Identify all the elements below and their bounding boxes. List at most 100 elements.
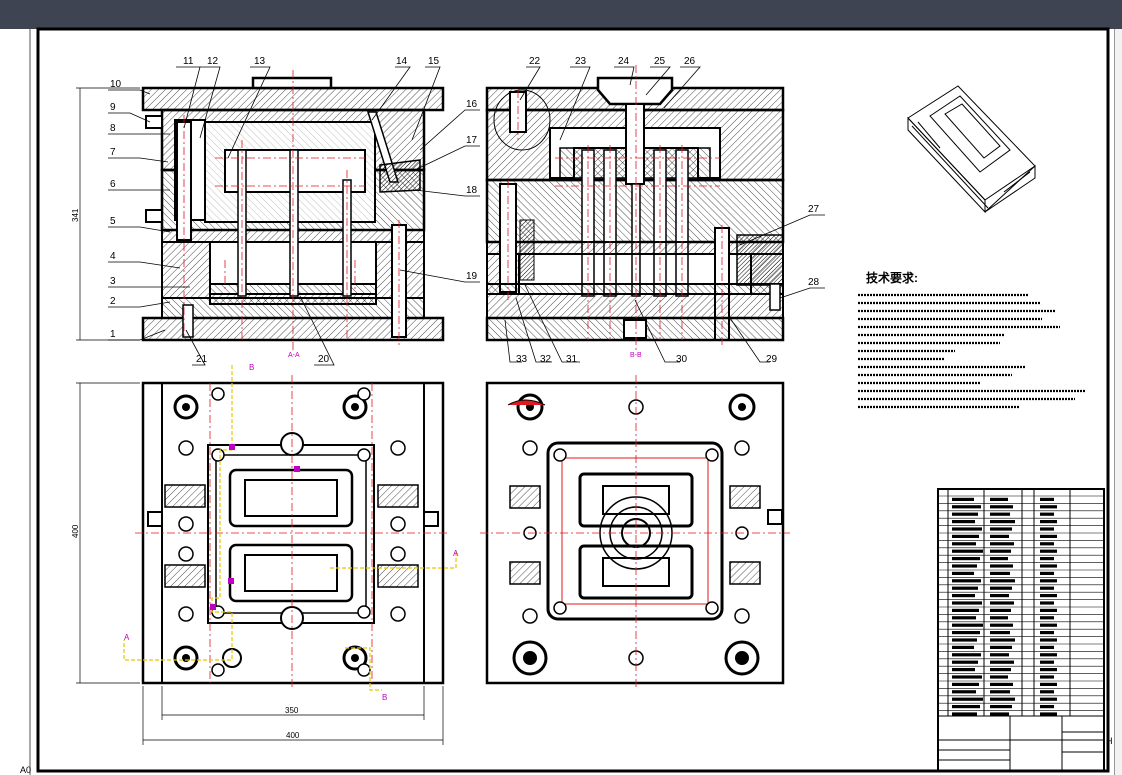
bom-cell-text-block	[1040, 675, 1054, 679]
cut-mark-a-right: A	[453, 549, 459, 558]
sheet-border	[36, 27, 1110, 773]
bom-cell-text-block	[952, 586, 978, 590]
bom-cell-text-block	[990, 534, 1009, 538]
dimension-plate-height: 400	[71, 524, 80, 538]
cut-mark-b-bottom: B	[382, 693, 387, 702]
bom-cell-text-block	[990, 527, 1012, 531]
right-callout-29: 29	[766, 354, 778, 365]
left-callout-9: 9	[110, 102, 116, 113]
right-callout-33: 33	[516, 354, 528, 365]
bom-cell-text-block	[1040, 579, 1057, 583]
bom-cell-text-block	[1040, 690, 1054, 694]
bom-cell-text-block	[1040, 534, 1057, 538]
part-isometric	[907, 85, 1036, 214]
bom-cell-text-block	[990, 712, 1009, 716]
left-callout-17: 17	[466, 135, 478, 146]
bom-cell-text-block	[1040, 608, 1057, 612]
bom-cell-text-block	[990, 645, 1012, 649]
bom-cell-text-block	[952, 557, 980, 561]
right-callout-25: 25	[654, 56, 666, 67]
bom-cell-text-block	[990, 623, 1013, 627]
bom-cell-text-block	[1040, 631, 1054, 635]
leader-lines	[108, 66, 825, 366]
bom-cell-text-block	[952, 505, 981, 509]
left-callout-20: 20	[318, 354, 330, 365]
bom-cell-text-block	[1040, 668, 1057, 672]
bom-cell-text-block	[990, 586, 1012, 590]
right-callout-28: 28	[808, 277, 820, 288]
app-top-bar	[0, 0, 1122, 29]
section-label-right: B-B	[630, 352, 642, 359]
left-callout-1: 1	[110, 329, 116, 340]
bom-cell-text-block	[1040, 557, 1054, 561]
title-block-h-mark: H	[1106, 736, 1113, 746]
left-callout-6: 6	[110, 179, 116, 190]
left-callout-15: 15	[428, 56, 440, 67]
right-callout-30: 30	[676, 354, 688, 365]
bom-cell-text-block	[990, 675, 1008, 679]
left-callout-19: 19	[466, 271, 478, 282]
bom-cell-text-block	[990, 601, 1014, 605]
left-callout-21: 21	[196, 354, 208, 365]
bom-cell-text-block	[952, 690, 976, 694]
bom-cell-text-block	[990, 564, 1013, 568]
bom-cell-text-block	[952, 534, 979, 538]
left-callout-2: 2	[110, 296, 116, 307]
left-callout-18: 18	[466, 185, 478, 196]
bom-cell-text-block	[952, 497, 974, 501]
bom-cell-text-block	[990, 697, 1015, 701]
bom-cell-text-block	[1040, 638, 1057, 642]
bom-cell-text-block	[990, 690, 1010, 694]
bom-cell-text-block	[990, 571, 1010, 575]
bom-cell-text-block	[952, 608, 979, 612]
bom-cell-text-block	[990, 705, 1012, 709]
bom-cell-text-block	[1040, 705, 1054, 709]
bom-cell-text-block	[1040, 660, 1054, 664]
right-callout-31: 31	[566, 354, 578, 365]
section-view-a	[141, 70, 445, 350]
bom-cell-text-block	[952, 549, 983, 553]
bom-cell-text-block	[952, 520, 975, 524]
cut-mark-b-top: B	[249, 363, 254, 372]
right-callout-26: 26	[684, 56, 696, 67]
right-callout-22: 22	[529, 56, 541, 67]
left-callout-4: 4	[110, 251, 116, 262]
bom-cell-text-block	[952, 675, 982, 679]
bom-cell-text-block	[1040, 616, 1054, 620]
technical-requirements: 技术要求:	[858, 270, 1085, 409]
bom-cell-text-block	[990, 668, 1011, 672]
bom-cell-text-block	[1040, 586, 1054, 590]
bom-cell-text-block	[952, 512, 978, 516]
bom-cell-text-block	[952, 668, 975, 672]
bom-cell-text-block	[952, 645, 974, 649]
section-label-left: A-A	[288, 352, 300, 359]
bom-cell-text-block	[1040, 712, 1057, 716]
bom-cell-text-block	[952, 616, 976, 620]
bom-cell-text-block	[1040, 542, 1054, 546]
left-callout-16: 16	[466, 99, 478, 110]
bom-cell-text-block	[990, 512, 1010, 516]
left-callout-11: 11	[183, 56, 194, 67]
corner-label: A0	[20, 765, 31, 775]
bom-cell-text-block	[1040, 505, 1057, 509]
bom-cell-text-block	[990, 682, 1013, 686]
left-callout-8: 8	[110, 123, 116, 134]
bom-cell-text-block	[990, 542, 1014, 546]
bom-cell-text-block	[952, 601, 982, 605]
bom-cell-text-block	[952, 682, 979, 686]
bom-cell-text-block	[990, 653, 1009, 657]
bom-cell-text-block	[990, 549, 1011, 553]
bom-cell-text-block	[1040, 497, 1054, 501]
plan-view-core	[123, 365, 457, 691]
bom-cell-text-block	[952, 564, 977, 568]
right-callout-23: 23	[575, 56, 587, 67]
bom-cell-text-block	[1040, 527, 1054, 531]
bom-cell-text-block	[1040, 623, 1057, 627]
bom-cell-text-block	[1040, 645, 1054, 649]
plan-view-cavity	[480, 375, 790, 690]
bom-cell-text-block	[990, 557, 1008, 561]
bom-cell-text-block	[1040, 564, 1057, 568]
bom-cell-text-block	[1040, 594, 1057, 598]
bom-cell-text-block	[990, 594, 1009, 598]
bom-cell-text-block	[1040, 520, 1057, 524]
